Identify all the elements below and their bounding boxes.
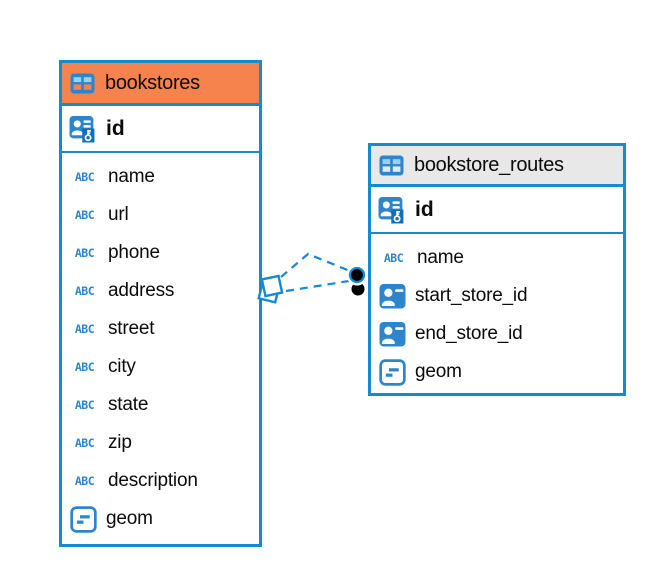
column-name: name (417, 247, 464, 268)
primary-key-icon (69, 115, 97, 143)
column-row-id[interactable]: id (62, 106, 259, 153)
text-type-icon: ABC (74, 474, 95, 488)
text-type-icon: ABC (74, 322, 95, 336)
column-name: url (108, 204, 129, 225)
foreign-key-icon (379, 283, 406, 310)
column-row[interactable]: geom (371, 353, 623, 391)
column-row[interactable]: ABC address (62, 272, 259, 310)
foreign-key-icon (379, 321, 406, 348)
text-type-icon: ABC (383, 251, 404, 265)
table-icon (379, 155, 404, 176)
column-row[interactable]: ABC phone (62, 234, 259, 272)
text-type-icon: ABC (74, 398, 95, 412)
column-row[interactable]: ABC city (62, 348, 259, 386)
target-marker-circles (346, 264, 368, 296)
column-name: street (108, 318, 155, 339)
column-name: name (108, 166, 155, 187)
column-row[interactable]: ABC name (371, 239, 623, 277)
column-name: phone (108, 242, 160, 263)
text-type-icon: ABC (74, 436, 95, 450)
geometry-type-icon (70, 506, 97, 533)
column-row-id[interactable]: id (371, 187, 623, 234)
column-row[interactable]: ABC name (62, 158, 259, 196)
text-type-icon: ABC (74, 246, 95, 260)
table-title: bookstores (105, 71, 200, 94)
column-name: geom (415, 361, 462, 382)
text-type-icon: ABC (74, 208, 95, 222)
column-name: id (106, 116, 125, 140)
column-row[interactable]: geom (62, 500, 259, 538)
column-name: state (108, 394, 149, 415)
column-list: ABC name start_store_id end_store_id geo… (371, 234, 623, 391)
source-marker-stacked-squares (257, 274, 284, 304)
text-type-icon: ABC (74, 170, 95, 184)
column-name: id (415, 197, 434, 221)
column-row[interactable]: ABC url (62, 196, 259, 234)
column-row[interactable]: ABC description (62, 462, 259, 500)
relationship-line (280, 252, 351, 278)
column-name: start_store_id (415, 285, 528, 306)
table-bookstores[interactable]: bookstores id ABC name ABC url ABC phone… (59, 60, 262, 547)
column-name: description (108, 470, 198, 491)
column-row[interactable]: ABC street (62, 310, 259, 348)
column-row[interactable]: start_store_id (371, 277, 623, 315)
table-header-bookstore-routes[interactable]: bookstore_routes (371, 146, 623, 187)
column-row[interactable]: ABC zip (62, 424, 259, 462)
table-bookstore-routes[interactable]: bookstore_routes id ABC name start_store… (368, 143, 626, 396)
relationship-line (285, 279, 350, 293)
column-name: zip (108, 432, 132, 453)
column-list: ABC name ABC url ABC phone ABC address A… (62, 153, 259, 538)
column-name: city (108, 356, 136, 377)
column-name: address (108, 280, 175, 301)
geometry-type-icon (379, 359, 406, 386)
table-title: bookstore_routes (414, 153, 564, 176)
primary-key-icon (378, 196, 406, 224)
column-name: geom (106, 508, 153, 529)
column-row[interactable]: end_store_id (371, 315, 623, 353)
text-type-icon: ABC (74, 360, 95, 374)
column-name: end_store_id (415, 323, 523, 344)
column-row[interactable]: ABC state (62, 386, 259, 424)
table-icon (70, 73, 95, 94)
text-type-icon: ABC (74, 284, 95, 298)
table-header-bookstores[interactable]: bookstores (62, 63, 259, 106)
